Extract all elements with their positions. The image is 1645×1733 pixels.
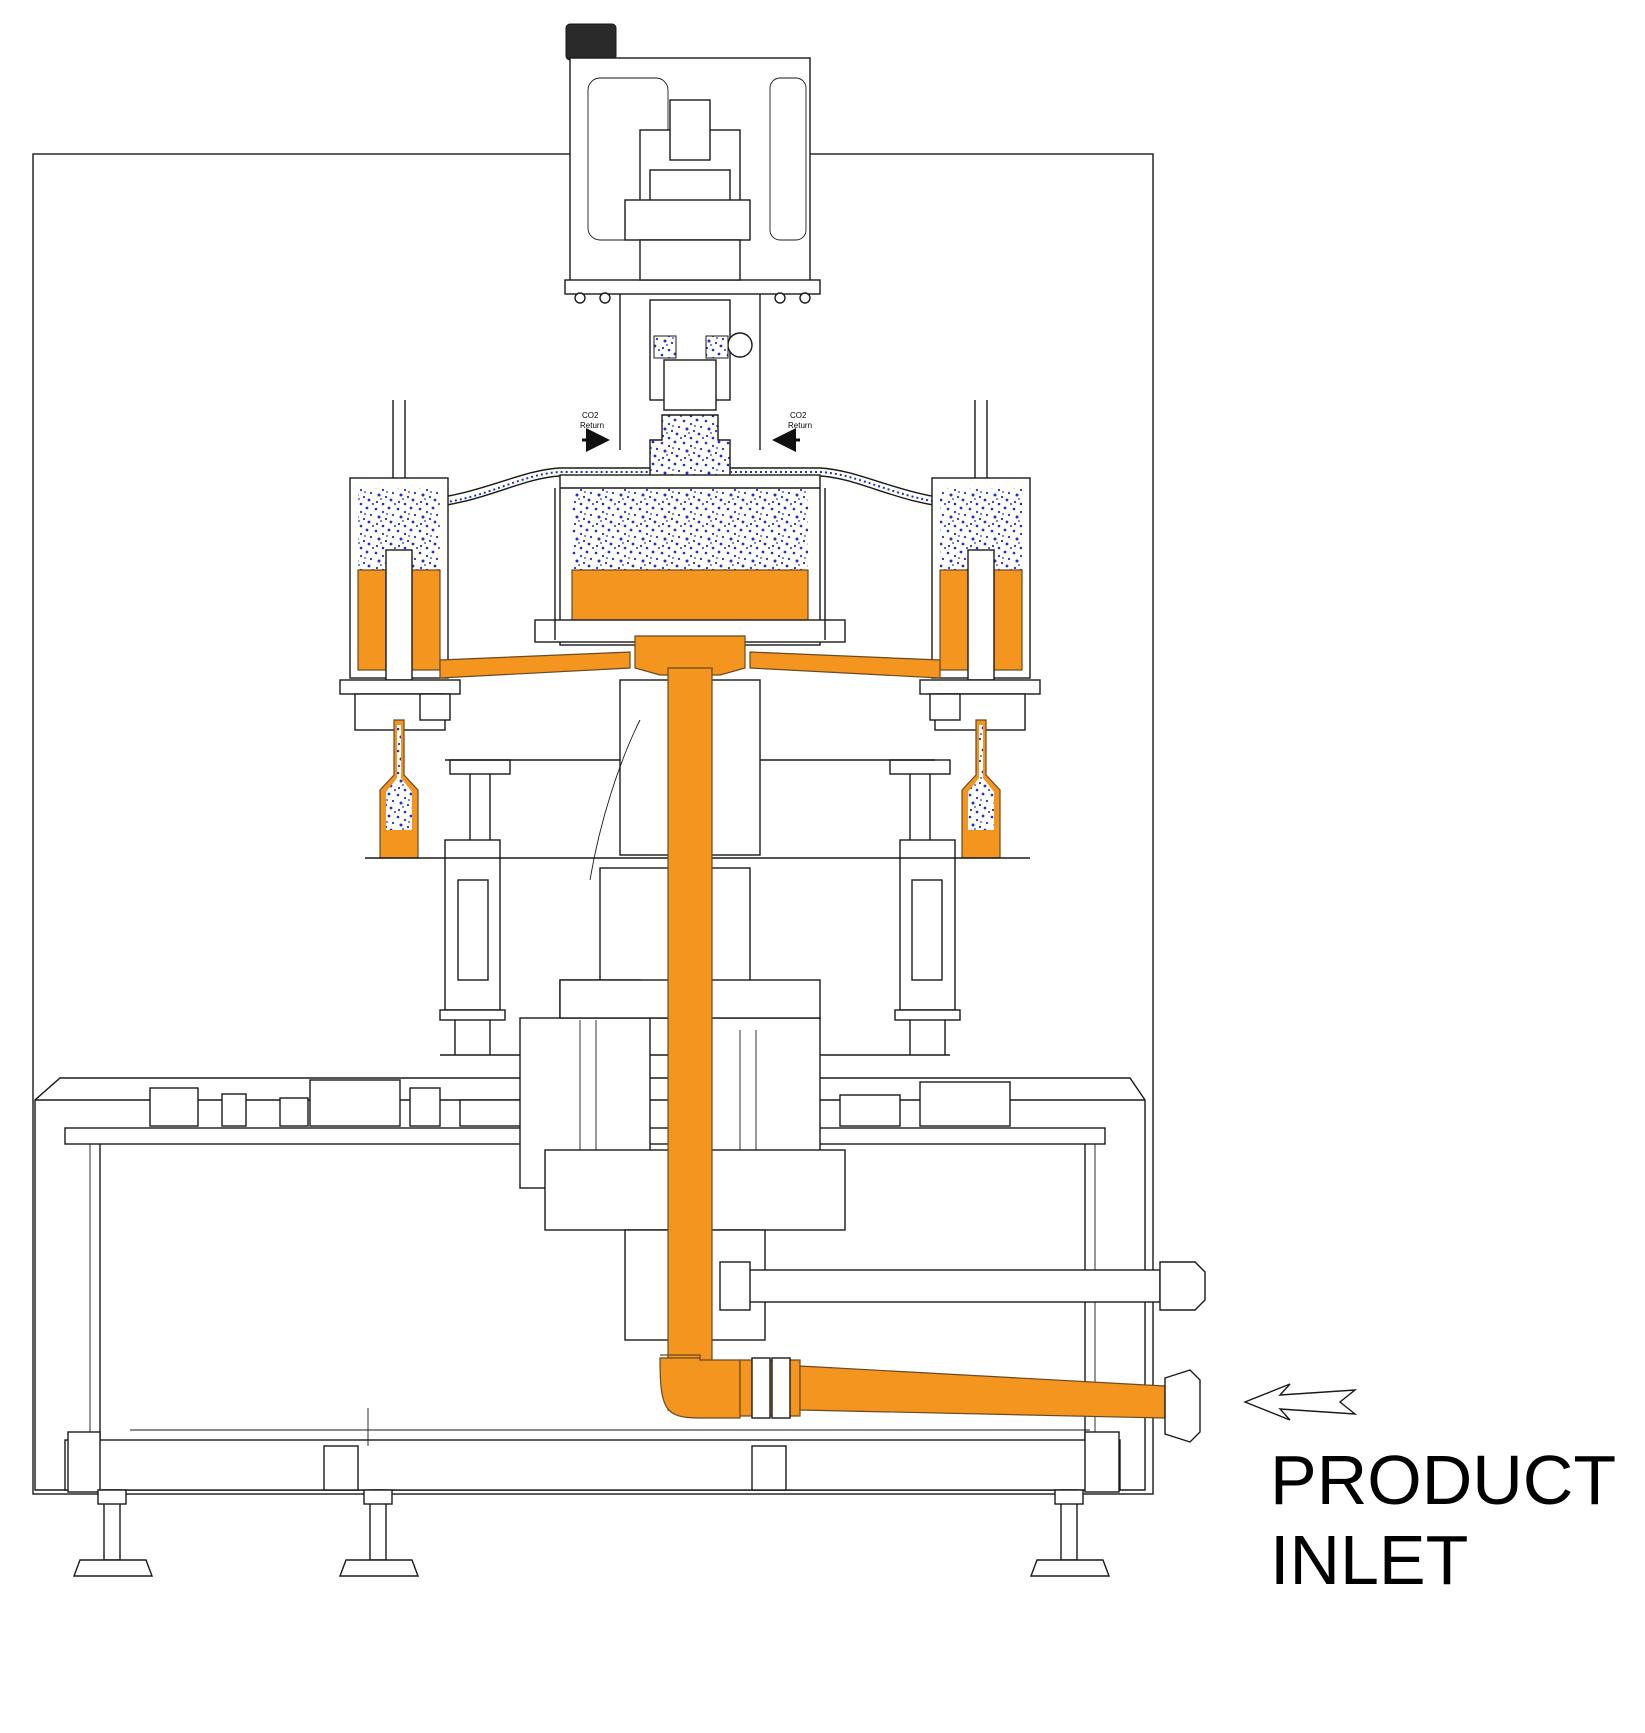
central-column	[519, 679, 846, 1341]
svg-text:Return: Return	[788, 421, 812, 430]
central-product-bowl	[534, 474, 846, 646]
right-filling-valve	[919, 400, 1041, 731]
outlet-pipe-upper	[719, 1261, 1206, 1311]
product-inlet-line1: PRODUCT	[1270, 1441, 1617, 1519]
svg-text:CO2: CO2	[582, 411, 599, 420]
leveling-foot-middle	[338, 1489, 420, 1577]
bottle-right	[961, 719, 1001, 859]
product-distribution-arms	[439, 635, 941, 679]
leveling-foot-right	[1029, 1489, 1111, 1577]
central-gas-channel	[649, 335, 731, 491]
top-drive-head	[564, 23, 821, 450]
product-inlet-label: PRODUCT INLET	[1270, 1440, 1616, 1600]
product-inlet-pipe	[659, 1357, 1201, 1443]
lift-cylinder-left	[439, 759, 511, 1055]
svg-text:CO2: CO2	[790, 411, 807, 420]
product-inlet-line2: INLET	[1270, 1521, 1469, 1599]
bottle-left	[379, 719, 419, 859]
lift-cylinder-right	[889, 759, 961, 1055]
base-cabinet	[34, 1077, 1146, 1491]
co2-return-label-left: CO2 Return	[580, 411, 610, 452]
svg-text:Return: Return	[580, 421, 604, 430]
leveling-foot-left	[72, 1489, 154, 1577]
left-filling-valve	[339, 400, 461, 731]
product-inlet-arrow	[1243, 1383, 1358, 1421]
co2-return-label-right: CO2 Return	[772, 411, 812, 452]
base-frame	[64, 1408, 1121, 1577]
